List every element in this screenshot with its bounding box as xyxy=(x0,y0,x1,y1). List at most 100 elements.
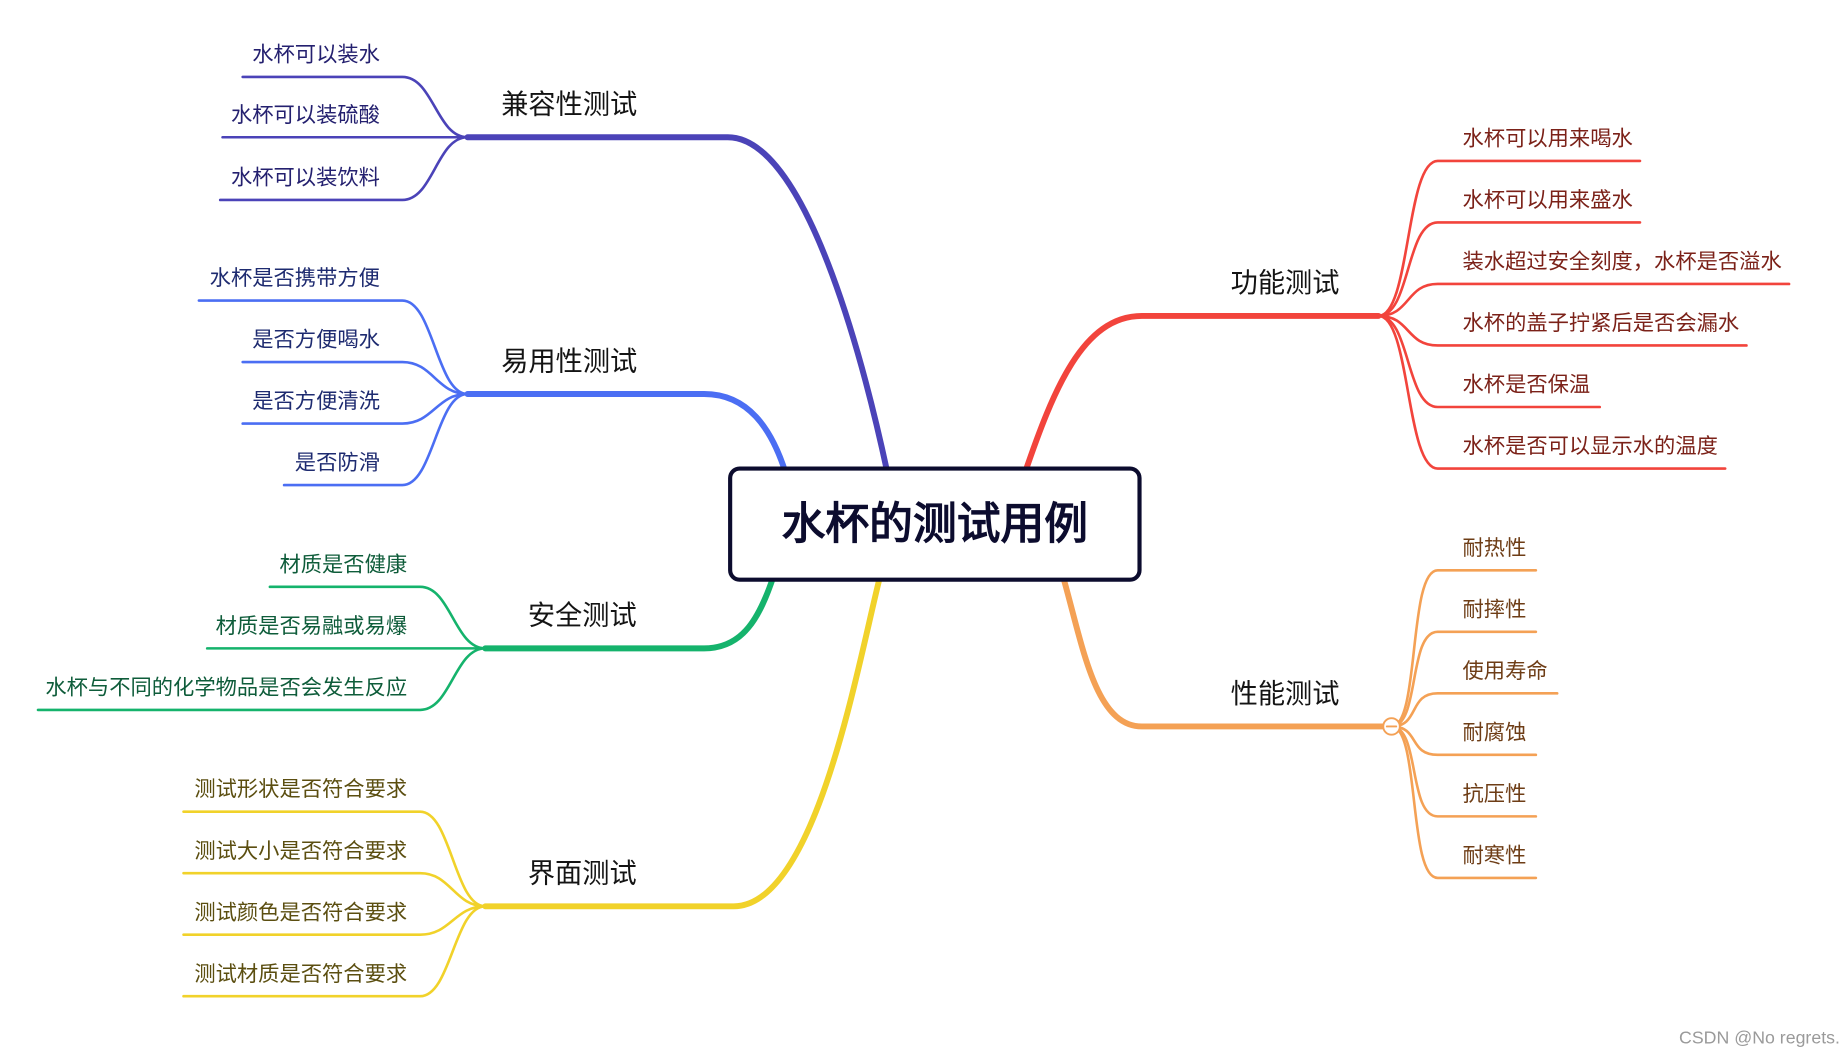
branch-connector xyxy=(464,134,891,477)
branch-connector xyxy=(1021,312,1382,477)
subtopic-connector xyxy=(182,871,487,908)
subtopic-node[interactable]: 水杯是否携带方便 xyxy=(197,266,469,396)
collapse-button[interactable] xyxy=(1382,717,1401,736)
topic-label: 兼容性测试 xyxy=(501,90,637,121)
subtopic-label: 测试大小是否符合要求 xyxy=(194,839,407,864)
subtopic-label: 水杯可以装饮料 xyxy=(231,166,380,191)
topic-security-testing[interactable]: 安全测试 xyxy=(528,601,637,632)
subtopic-node[interactable]: 测试颜色是否符合要求 xyxy=(182,900,487,936)
subtopic-node[interactable]: 是否方便清洗 xyxy=(241,389,469,425)
branch-usability-testing: 易用性测试 水杯是否携带方便 是否方便喝水 是否方便清洗 是否防滑 xyxy=(197,266,789,487)
subtopic-connector xyxy=(1377,314,1727,470)
topic-compatibility-testing[interactable]: 兼容性测试 xyxy=(501,90,637,121)
subtopic-node[interactable]: 耐寒性 xyxy=(1390,725,1538,880)
branch-compatibility-testing: 兼容性测试 水杯可以装水 水杯可以装硫酸 水杯可以装饮料 xyxy=(218,43,891,477)
topic-usability-testing[interactable]: 易用性测试 xyxy=(501,346,637,377)
subtopic-label: 抗压性 xyxy=(1463,782,1527,807)
subtopic-connector xyxy=(182,904,487,936)
subtopic-label: 是否防滑 xyxy=(295,451,380,476)
topic-label: 性能测试 xyxy=(1231,679,1340,710)
subtopic-label: 水杯可以用来盛水 xyxy=(1463,188,1633,213)
subtopic-label: 水杯的盖子拧紧后是否会漏水 xyxy=(1463,311,1740,336)
branch-functional-testing: 功能测试 水杯可以用来喝水 水杯可以用来盛水 装水超过安全刻度，水杯是否溢水 水… xyxy=(1021,127,1791,477)
subtopic-connector xyxy=(1390,725,1538,880)
subtopic-node[interactable]: 测试形状是否符合要求 xyxy=(182,777,487,908)
subtopic-connector xyxy=(218,135,469,202)
subtopic-node[interactable]: 使用寿命 xyxy=(1390,659,1559,728)
subtopic-label: 测试材质是否符合要求 xyxy=(194,962,407,987)
branch-security-testing: 安全测试 材质是否健康 材质是否易融或易爆 水杯与不同的化学物品是否会发生反应 xyxy=(36,552,777,712)
branch-connector xyxy=(482,572,884,910)
subtopic-node[interactable]: 水杯是否保温 xyxy=(1377,314,1602,409)
subtopic-node[interactable]: 装水超过安全刻度，水杯是否溢水 xyxy=(1377,250,1791,318)
topic-label: 界面测试 xyxy=(528,859,637,890)
subtopic-label: 测试形状是否符合要求 xyxy=(194,777,407,802)
subtopic-label: 耐热性 xyxy=(1463,536,1527,561)
subtopic-node[interactable]: 水杯可以用来喝水 xyxy=(1377,127,1642,318)
subtopic-connector xyxy=(241,392,469,425)
subtopic-node[interactable]: 材质是否健康 xyxy=(268,552,487,650)
subtopic-connector xyxy=(1377,221,1642,318)
subtopic-node[interactable]: 是否方便喝水 xyxy=(241,328,469,396)
subtopic-connector xyxy=(282,392,469,487)
subtopic-connector xyxy=(36,647,487,712)
subtopic-connector xyxy=(1377,159,1642,318)
subtopic-connector xyxy=(1377,314,1748,347)
subtopic-node[interactable]: 材质是否易融或易爆 xyxy=(205,614,487,650)
central-topic-box xyxy=(728,466,1142,582)
branch-connector xyxy=(482,572,777,652)
topic-functional-testing[interactable]: 功能测试 xyxy=(1231,268,1340,299)
subtopic-node[interactable]: 耐热性 xyxy=(1390,536,1538,728)
topic-label: 安全测试 xyxy=(528,601,637,632)
subtopic-connector xyxy=(197,299,469,396)
subtopic-label: 水杯可以用来喝水 xyxy=(1463,127,1633,152)
subtopic-label: 水杯是否携带方便 xyxy=(210,266,380,291)
subtopic-label: 材质是否健康 xyxy=(279,552,407,577)
topic-performance-testing[interactable]: 性能测试 xyxy=(1231,679,1340,710)
subtopic-label: 耐腐蚀 xyxy=(1463,720,1527,745)
subtopic-label: 水杯与不同的化学物品是否会发生反应 xyxy=(45,676,407,701)
subtopic-node[interactable]: 抗压性 xyxy=(1390,725,1538,818)
subtopic-connector xyxy=(241,75,469,139)
central-topic-label: 水杯的测试用例 xyxy=(782,499,1088,550)
subtopic-node[interactable]: 水杯可以装硫酸 xyxy=(221,103,469,139)
subtopic-connector xyxy=(1377,282,1791,318)
subtopic-label: 装水超过安全刻度，水杯是否溢水 xyxy=(1463,250,1782,275)
subtopic-connector xyxy=(1377,314,1602,409)
subtopic-connector xyxy=(241,360,469,396)
subtopic-connector xyxy=(268,585,487,650)
subtopic-label: 耐寒性 xyxy=(1463,844,1527,869)
subtopic-node[interactable]: 是否防滑 xyxy=(282,392,469,487)
subtopic-node[interactable]: 测试大小是否符合要求 xyxy=(182,839,487,908)
subtopic-node[interactable]: 耐腐蚀 xyxy=(1390,720,1538,757)
subtopic-connector xyxy=(182,810,487,908)
central-topic[interactable]: 水杯的测试用例 xyxy=(728,466,1142,582)
watermark: CSDN @No regrets. xyxy=(1679,1028,1840,1048)
subtopic-label: 材质是否易融或易爆 xyxy=(216,614,408,639)
minus-circle-icon xyxy=(1382,717,1401,736)
subtopic-node[interactable]: 水杯与不同的化学物品是否会发生反应 xyxy=(36,647,487,712)
topic-label: 功能测试 xyxy=(1231,268,1340,299)
subtopic-node[interactable]: 水杯可以用来盛水 xyxy=(1377,188,1642,318)
subtopic-connector xyxy=(182,904,487,998)
subtopic-label: 水杯是否保温 xyxy=(1463,373,1591,398)
subtopic-node[interactable]: 水杯可以装水 xyxy=(241,43,469,139)
subtopic-node[interactable]: 测试材质是否符合要求 xyxy=(182,904,487,998)
subtopic-label: 是否方便喝水 xyxy=(252,328,380,353)
subtopic-connector xyxy=(1390,725,1538,818)
subtopic-node[interactable]: 耐摔性 xyxy=(1390,597,1538,728)
subtopic-label: 耐摔性 xyxy=(1463,597,1527,622)
branch-performance-testing: 性能测试 耐热性 耐摔性 使用寿命 耐腐蚀 抗压性 耐寒性 xyxy=(1059,536,1559,880)
subtopic-label: 水杯可以装硫酸 xyxy=(231,103,380,128)
subtopic-connector xyxy=(1390,630,1538,728)
subtopic-node[interactable]: 水杯可以装饮料 xyxy=(218,135,469,202)
topic-label: 易用性测试 xyxy=(501,346,637,377)
subtopic-label: 是否方便清洗 xyxy=(252,389,380,414)
branch-connector xyxy=(464,391,789,477)
topic-interface-testing[interactable]: 界面测试 xyxy=(528,859,637,890)
subtopic-node[interactable]: 水杯是否可以显示水的温度 xyxy=(1377,314,1727,470)
subtopic-label: 水杯可以装水 xyxy=(252,43,380,68)
subtopic-label: 水杯是否可以显示水的温度 xyxy=(1463,434,1718,459)
subtopic-node[interactable]: 水杯的盖子拧紧后是否会漏水 xyxy=(1377,311,1748,347)
